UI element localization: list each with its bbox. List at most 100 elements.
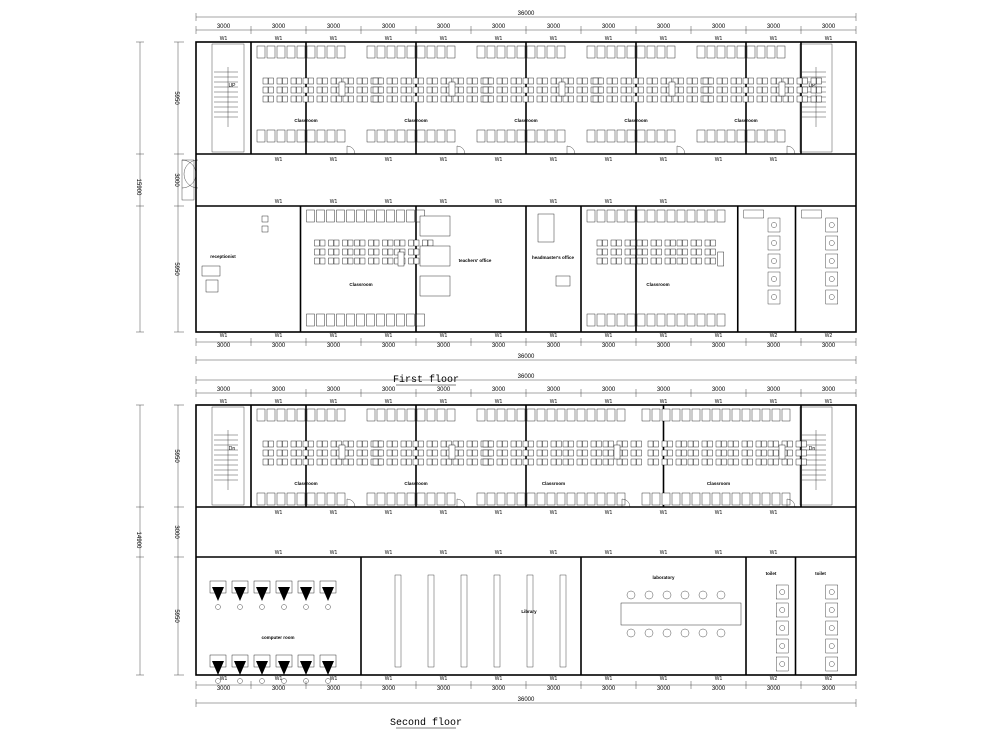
student-desk	[392, 77, 398, 85]
headmaster-office: headmaster's office	[532, 213, 575, 287]
student-desk	[262, 458, 269, 466]
bay-dimension-bottom: 3000	[327, 343, 341, 349]
student-desk	[412, 440, 419, 448]
student-desk	[736, 86, 742, 94]
student-desk	[348, 440, 354, 448]
student-desk	[747, 458, 753, 466]
student-desk	[510, 449, 517, 457]
stair-label: UP	[809, 83, 817, 89]
student-desk	[362, 77, 368, 85]
desk-chair	[776, 129, 786, 143]
bay-dimension-bottom: 3000	[217, 343, 231, 349]
bay-dimension-top: 3000	[217, 24, 231, 30]
student-desk	[787, 449, 793, 457]
desk-chair	[586, 209, 596, 223]
desk-chair	[476, 492, 486, 506]
bay-dimension-bottom: 3000	[272, 343, 286, 349]
desk-chair	[651, 492, 661, 506]
corridor-window-label: W1	[495, 199, 503, 205]
student-desk	[590, 449, 597, 457]
student-desk	[632, 86, 639, 94]
student-desk	[692, 86, 698, 94]
student-desk	[322, 77, 328, 85]
student-desk	[761, 449, 767, 457]
student-desk	[308, 458, 314, 466]
desk-chair	[556, 408, 566, 422]
student-desk	[302, 440, 309, 448]
desk-chair	[691, 408, 701, 422]
student-desk	[426, 458, 433, 466]
toilet-stall	[825, 584, 838, 600]
student-desk	[730, 77, 737, 85]
desk-chair	[626, 313, 636, 327]
window-label-bottom: W2	[770, 676, 778, 682]
student-desk	[458, 449, 464, 457]
student-desk	[653, 449, 659, 457]
student-desk	[722, 95, 728, 103]
desk-chair	[766, 129, 776, 143]
student-desk	[693, 449, 699, 457]
student-desk	[342, 440, 349, 448]
desk-chair	[641, 408, 651, 422]
desk-chair	[296, 408, 306, 422]
student-desk	[536, 95, 543, 103]
desk-chair	[536, 129, 546, 143]
teacher-desk	[338, 444, 346, 460]
student-desk	[701, 458, 708, 466]
room-label-classroom: Classroom	[404, 481, 427, 486]
desk-chair	[696, 129, 706, 143]
student-desk	[652, 77, 658, 85]
student-desk	[636, 248, 643, 256]
computer-chair	[234, 587, 246, 601]
desk-chair	[576, 492, 586, 506]
desk-chair	[346, 313, 355, 327]
desk-chair	[726, 129, 736, 143]
student-desk	[347, 248, 354, 256]
student-desk	[562, 440, 569, 448]
student-desk	[675, 458, 682, 466]
student-desk	[378, 95, 384, 103]
student-desk	[458, 458, 464, 466]
student-desk	[336, 95, 342, 103]
desk-chair	[606, 408, 616, 422]
student-desk	[347, 257, 354, 265]
lab-stool	[662, 628, 672, 638]
student-desk	[676, 257, 683, 265]
student-desk	[675, 440, 682, 448]
desk-chair	[336, 408, 346, 422]
student-desk	[606, 77, 613, 85]
desk-chair	[256, 129, 266, 143]
student-desk	[626, 95, 632, 103]
desk-chair	[721, 408, 731, 422]
computer-chair	[278, 661, 290, 675]
desk-chair	[256, 45, 266, 59]
lab-stool	[644, 590, 654, 600]
student-desk	[408, 248, 414, 256]
window-label-bottom: W1	[275, 333, 283, 339]
student-desk	[276, 440, 283, 448]
student-desk	[536, 449, 543, 457]
headmaster-chair	[555, 275, 571, 287]
student-desk	[282, 440, 288, 448]
desk-chair	[586, 492, 596, 506]
desk-chair	[476, 45, 486, 59]
stool	[303, 604, 309, 610]
desk-chair	[746, 45, 756, 59]
left-dimension: 5950	[173, 262, 179, 276]
desk-chair	[316, 492, 326, 506]
student-desk	[642, 239, 648, 247]
desk-chair	[756, 129, 766, 143]
student-desk	[722, 86, 728, 94]
stair-label: UP	[229, 83, 237, 89]
student-desk	[730, 86, 737, 94]
student-desk	[747, 449, 753, 457]
student-desk	[296, 95, 302, 103]
student-desk	[528, 440, 534, 448]
sink-counter	[801, 209, 822, 219]
bay-dimension-bottom: 3000	[492, 343, 506, 349]
room-label-classroom: Classroom	[404, 118, 427, 123]
stool	[281, 678, 287, 684]
student-desk	[787, 440, 793, 448]
lab-stool	[626, 590, 636, 600]
desk-chair	[566, 408, 576, 422]
